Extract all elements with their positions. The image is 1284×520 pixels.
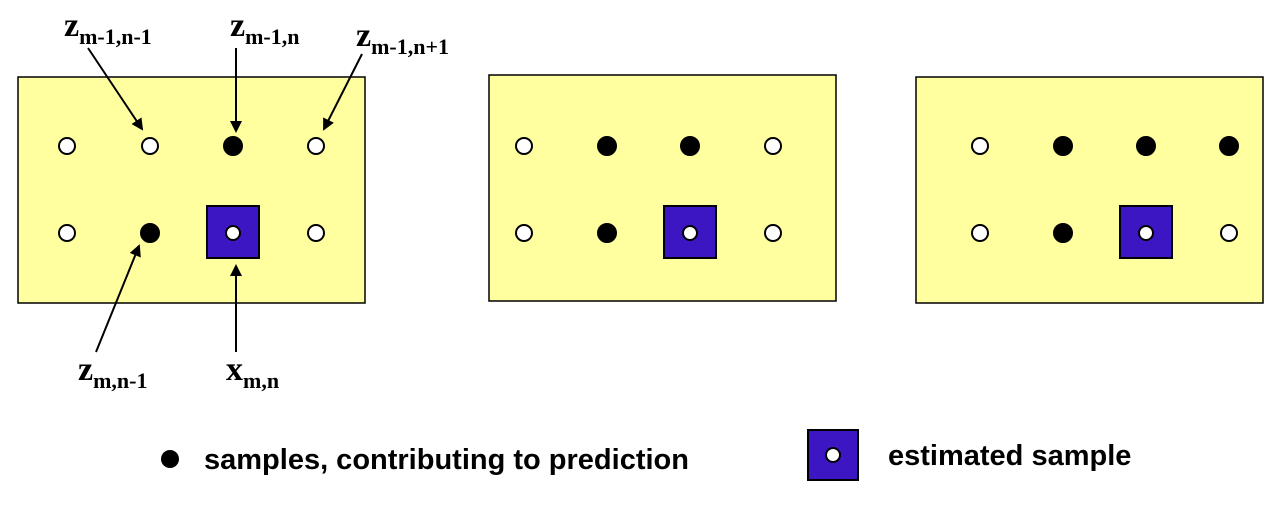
open-sample: [971, 224, 989, 242]
label-z-bottom-left: zm,n-1: [78, 351, 147, 393]
arrow-z-top-right: [323, 53, 363, 131]
open-sample: [1220, 224, 1238, 242]
panel-background: [915, 76, 1264, 304]
panel-2: [488, 74, 837, 302]
estimated-sample-dot: [1138, 225, 1154, 241]
panel-background: [17, 76, 366, 304]
arrow-z-top-left: [87, 47, 144, 131]
legend-estimated-dot: [825, 447, 841, 463]
contributing-sample: [1136, 136, 1156, 156]
open-sample: [58, 224, 76, 242]
label-z-top-mid: zm-1,n: [230, 7, 299, 49]
contributing-sample: [140, 223, 160, 243]
open-sample: [764, 137, 782, 155]
contributing-sample: [1053, 223, 1073, 243]
open-sample: [307, 137, 325, 155]
estimated-sample-dot: [682, 225, 698, 241]
panels-group: [17, 74, 1264, 304]
open-sample: [307, 224, 325, 242]
open-sample: [141, 137, 159, 155]
arrow-z-bottom-left: [95, 244, 141, 353]
open-sample: [515, 137, 533, 155]
legend-estimated-label: estimated sample: [888, 440, 1131, 472]
panel-background: [488, 74, 837, 302]
open-sample: [58, 137, 76, 155]
contributing-sample: [1053, 136, 1073, 156]
label-z-top-right: zm-1,n+1: [356, 17, 449, 59]
panel-1: [17, 76, 366, 304]
contributing-sample: [223, 136, 243, 156]
contributing-sample: [597, 223, 617, 243]
label-x-bottom: xm,n: [226, 351, 279, 393]
open-sample: [764, 224, 782, 242]
legend: samples, contributing to prediction esti…: [161, 429, 1131, 481]
label-z-top-left: zm-1,n-1: [64, 7, 152, 49]
annotation-arrows: [87, 47, 363, 353]
contributing-sample: [1219, 136, 1239, 156]
panel-3: [915, 76, 1264, 304]
contributing-sample: [597, 136, 617, 156]
open-sample: [971, 137, 989, 155]
estimated-sample-dot: [225, 225, 241, 241]
estimated-sample-square: [206, 205, 260, 259]
contributing-sample: [680, 136, 700, 156]
legend-contributing-dot: [161, 450, 179, 468]
legend-contributing-label: samples, contributing to prediction: [204, 444, 689, 476]
open-sample: [515, 224, 533, 242]
